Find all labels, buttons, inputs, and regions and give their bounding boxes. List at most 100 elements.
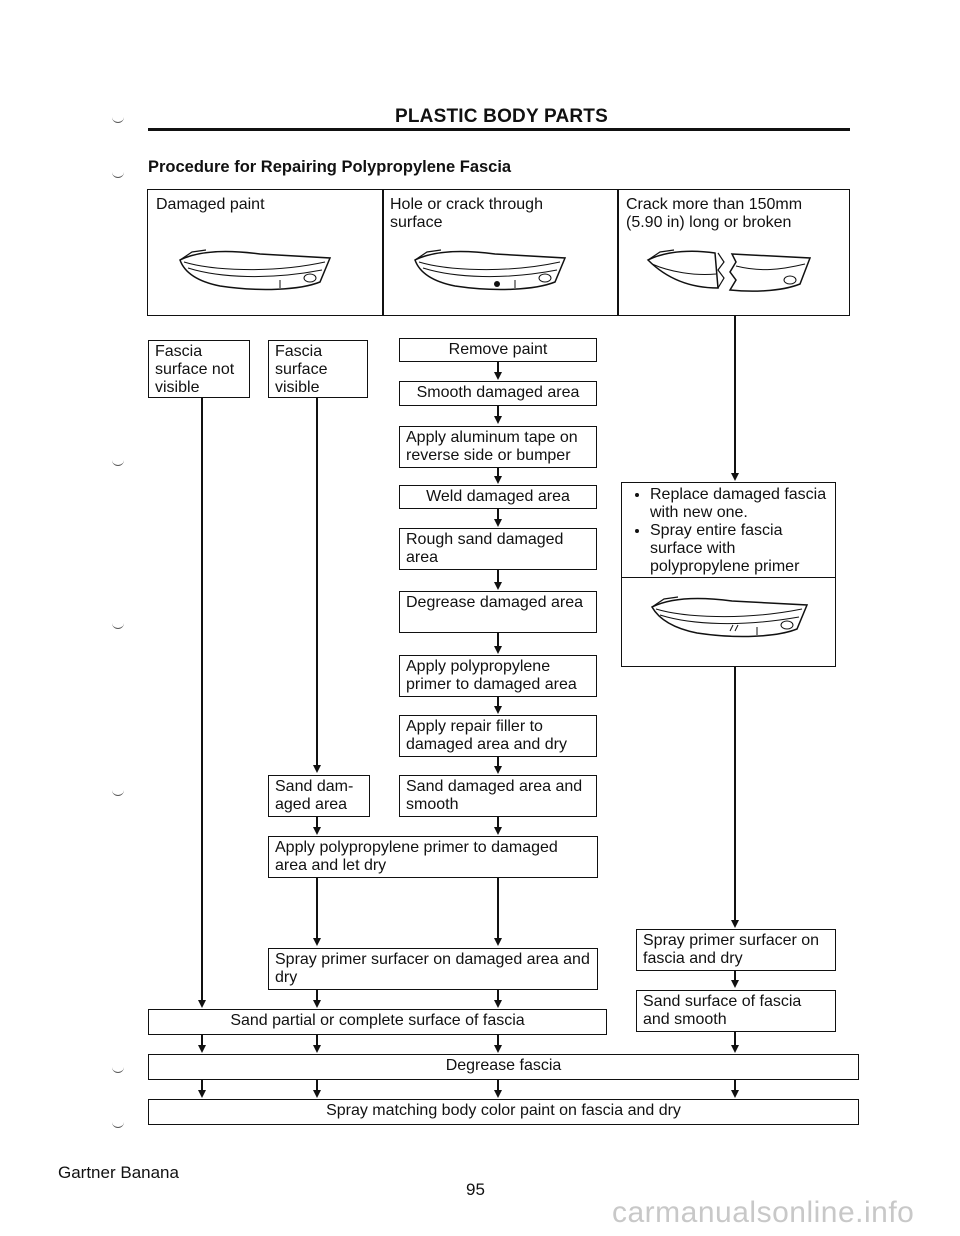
connector	[316, 817, 318, 827]
connector	[201, 1080, 203, 1090]
box-fascia-not-visible: Fascia surface not visible	[148, 340, 250, 398]
arrow-down	[494, 706, 502, 714]
connector	[497, 697, 499, 706]
arrow-down	[494, 827, 502, 835]
connector	[316, 1080, 318, 1090]
step-weld-damaged-area: Weld damaged area	[399, 485, 597, 509]
step-smooth-damaged-area: Smooth damaged area	[399, 381, 597, 406]
arrow-down	[313, 827, 321, 835]
box-fascia-visible: Fascia surface visible	[268, 340, 368, 398]
connector	[497, 362, 499, 372]
bullet-replace-fascia: Replace damaged fascia with new one.	[650, 486, 829, 522]
arrow-down	[494, 1000, 502, 1008]
connector	[734, 1080, 736, 1090]
right-replace-box: Replace damaged fascia with new one. Spr…	[621, 482, 836, 578]
top-divider-1	[382, 189, 384, 316]
connector	[497, 817, 499, 827]
arrow-down	[313, 1045, 321, 1053]
step-rough-sand: Rough sand damaged area	[399, 528, 597, 570]
arrow-down	[731, 920, 739, 928]
connector	[497, 570, 499, 582]
scan-mark	[112, 618, 124, 629]
bullet-spray-entire: Spray entire fascia surface with polypro…	[650, 522, 829, 576]
arrow-visible-to-sand-dam	[313, 765, 321, 773]
box-sand-dam-aged: Sand dam- aged area	[268, 775, 370, 817]
watermark-text: carmanualsonline.info	[612, 1196, 915, 1229]
step-sand-and-smooth: Sand damaged area and smooth	[399, 775, 597, 817]
condition-crack-150mm: Crack more than 150mm (5.90 in) long or …	[626, 196, 803, 231]
bumper-new-fascia-illustration	[650, 596, 809, 638]
connector	[497, 406, 499, 416]
connector	[316, 990, 318, 1000]
connector	[497, 990, 499, 1000]
arrow-right-to-bullets	[731, 473, 739, 481]
step-degrease-damaged: Degrease damaged area	[399, 591, 597, 633]
arrow-down	[198, 1045, 206, 1053]
step-degrease-fascia: Degrease fascia	[148, 1054, 859, 1080]
step-apply-primer-let-dry: Apply polypropylene primer to damaged ar…	[268, 836, 598, 878]
arrow-down	[313, 1000, 321, 1008]
arrow-down	[731, 980, 739, 988]
arrow-down	[494, 519, 502, 527]
connector	[316, 878, 318, 938]
right-spray-surfacer: Spray primer surfacer on fascia and dry	[636, 929, 836, 971]
connector	[316, 1035, 318, 1045]
connector	[497, 1080, 499, 1090]
scan-mark	[112, 785, 124, 796]
connector	[497, 468, 499, 476]
step-sand-partial-surface: Sand partial or complete surface of fasc…	[148, 1009, 607, 1035]
step-spray-primer-surfacer: Spray primer surfacer on damaged area an…	[268, 948, 598, 990]
arrow-down	[494, 1045, 502, 1053]
arrow-down	[494, 372, 502, 380]
condition-damaged-paint: Damaged paint	[156, 196, 265, 213]
bumper-hole-illustration	[414, 249, 567, 291]
right-new-bumper-frame	[621, 577, 836, 667]
connector	[497, 878, 499, 938]
condition-hole-crack: Hole or crack through surface	[390, 196, 543, 231]
arrow-down	[494, 938, 502, 946]
step-apply-pp-primer: Apply polypropylene primer to damaged ar…	[399, 655, 597, 697]
top-divider-2	[617, 189, 619, 316]
arrow-down	[731, 1045, 739, 1053]
arrow-down	[198, 1090, 206, 1098]
connector	[497, 633, 499, 646]
arrow-down	[494, 646, 502, 654]
scan-mark	[112, 1117, 124, 1128]
replace-instructions-list: Replace damaged fascia with new one. Spr…	[628, 486, 829, 576]
bumper-broken-illustration	[646, 249, 812, 292]
right-sand-surface: Sand surface of fascia and smooth	[636, 990, 836, 1032]
connector	[497, 1035, 499, 1045]
connector	[201, 1035, 203, 1045]
arrow-down	[494, 582, 502, 590]
arrow-down	[313, 938, 321, 946]
footer-brand-text: Gartner Banana	[58, 1163, 179, 1182]
scan-mark	[112, 455, 124, 466]
flow-line-right-bottom	[734, 667, 736, 920]
arrow-down	[494, 766, 502, 774]
connector	[497, 509, 499, 519]
step-apply-repair-filler: Apply repair filler to damaged area and …	[399, 715, 597, 757]
flow-line-right-top	[734, 316, 736, 473]
arrow-down	[731, 1090, 739, 1098]
flow-line-not-visible	[201, 398, 203, 1000]
top-condition-table	[147, 189, 850, 316]
page-number: 95	[466, 1180, 485, 1199]
step-spray-body-color: Spray matching body color paint on fasci…	[148, 1099, 859, 1125]
connector	[734, 1032, 736, 1045]
scan-mark	[112, 112, 124, 123]
procedure-subtitle: Procedure for Repairing Polypropylene Fa…	[148, 158, 512, 176]
scan-mark	[112, 167, 124, 178]
page-title: PLASTIC BODY PARTS	[395, 106, 608, 127]
flow-line-visible	[316, 398, 318, 765]
arrow-down	[494, 476, 502, 484]
step-remove-paint: Remove paint	[399, 338, 597, 362]
arrow-not-visible-to-sand	[198, 1000, 206, 1008]
connector	[734, 971, 736, 980]
step-apply-aluminum-tape: Apply aluminum tape on reverse side or b…	[399, 426, 597, 468]
bumper-paint-damage-illustration	[179, 249, 332, 291]
scan-mark	[112, 1062, 124, 1073]
title-rule	[148, 128, 850, 131]
arrow-down	[494, 1090, 502, 1098]
arrow-down	[494, 416, 502, 424]
arrow-down	[313, 1090, 321, 1098]
